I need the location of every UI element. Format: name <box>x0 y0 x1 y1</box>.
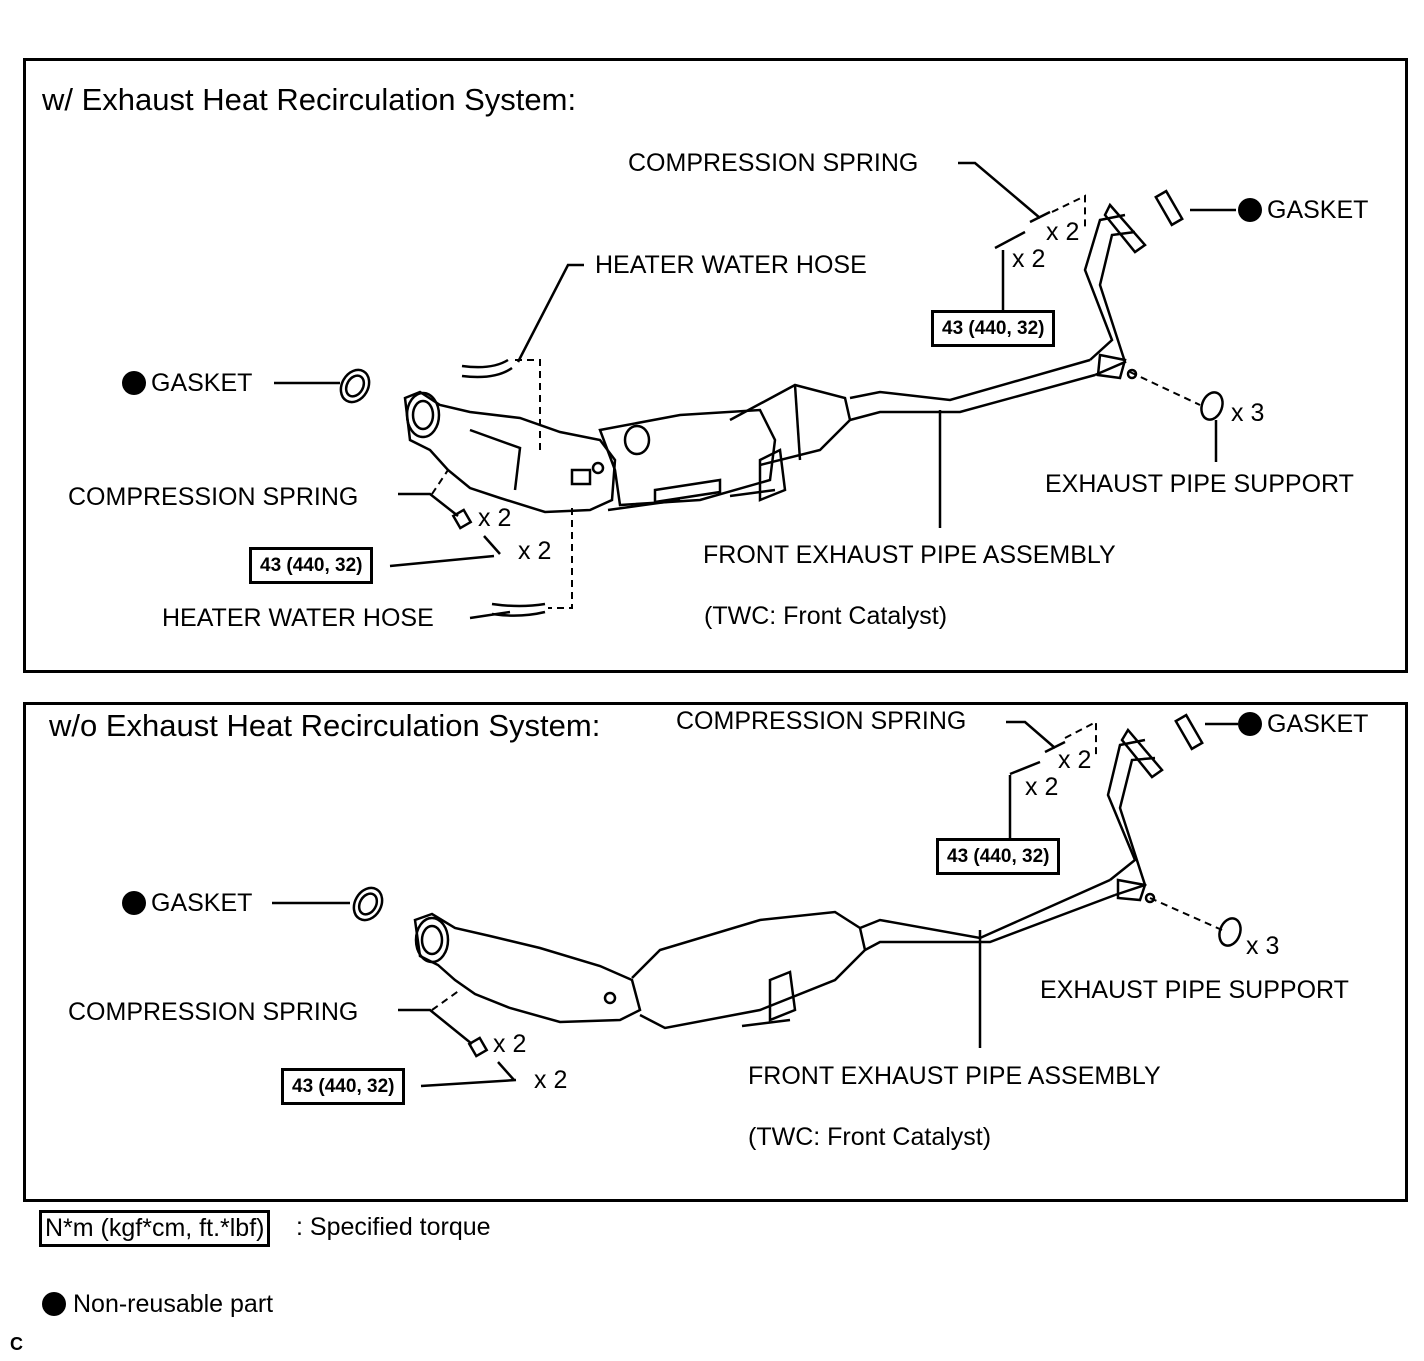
label-compression-spring-left: COMPRESSION SPRING <box>68 483 359 511</box>
label-gasket-right-b: GASKET <box>1267 710 1369 738</box>
leader-heater-hose-upper <box>516 263 584 363</box>
qty-compression-spring-left-b: x 2 <box>493 1030 527 1058</box>
legend-torque-description: : Specified torque <box>296 1213 491 1241</box>
non-reusable-dot-icon <box>122 371 146 395</box>
qty-compression-spring-right: x 2 <box>1046 218 1080 246</box>
panel-without-exhaust-heat-recirculation <box>23 702 1408 1202</box>
label-gasket-left-b: GASKET <box>151 889 253 917</box>
label-compression-spring-right-b: COMPRESSION SPRING <box>676 707 967 735</box>
torque-spec-left-b: 43 (440, 32) <box>281 1068 406 1105</box>
torque-spec-right: 43 (440, 32) <box>931 310 1056 347</box>
label-twc-front-catalyst-b: (TWC: Front Catalyst) <box>748 1123 992 1151</box>
leader-compression-spring-left-b <box>398 1008 473 1045</box>
qty-bolt-left: x 2 <box>518 537 552 565</box>
qty-bolt-right-b: x 2 <box>1025 773 1059 801</box>
legend-non-reusable-dot-icon <box>42 1292 66 1316</box>
leader-torque-left-b <box>420 1078 517 1088</box>
qty-bolt-left-b: x 2 <box>534 1066 568 1094</box>
qty-bolt-right: x 2 <box>1012 245 1046 273</box>
bottom-panel-title: w/o Exhaust Heat Recirculation System: <box>49 708 601 743</box>
label-compression-spring-right: COMPRESSION SPRING <box>628 149 919 177</box>
leader-torque-left <box>389 554 495 568</box>
leader-compression-spring-right-b <box>1006 720 1056 749</box>
label-heater-water-hose-lower: HEATER WATER HOSE <box>162 604 434 632</box>
non-reusable-dot-icon <box>122 891 146 915</box>
label-gasket-left: GASKET <box>151 369 253 397</box>
figure-code: C <box>10 1334 23 1354</box>
non-reusable-dot-icon <box>1238 198 1262 222</box>
qty-exhaust-pipe-support-b: x 3 <box>1246 932 1280 960</box>
non-reusable-dot-icon <box>1238 712 1262 736</box>
torque-spec-left: 43 (440, 32) <box>249 547 374 584</box>
leader-compression-spring-right <box>958 161 1041 219</box>
label-heater-water-hose-upper: HEATER WATER HOSE <box>595 251 867 279</box>
label-front-exhaust-pipe-assembly: FRONT EXHAUST PIPE ASSEMBLY <box>703 541 1116 569</box>
label-front-exhaust-pipe-assembly-b: FRONT EXHAUST PIPE ASSEMBLY <box>748 1062 1161 1090</box>
torque-spec-right-b: 43 (440, 32) <box>936 838 1061 875</box>
label-gasket-right: GASKET <box>1267 196 1369 224</box>
leader-compression-spring-left <box>398 492 459 517</box>
qty-compression-spring-left: x 2 <box>478 504 512 532</box>
top-panel-title: w/ Exhaust Heat Recirculation System: <box>42 82 577 117</box>
legend-non-reusable-label: Non-reusable part <box>73 1290 274 1318</box>
qty-exhaust-pipe-support: x 3 <box>1231 399 1265 427</box>
legend-torque-unit-box: N*m (kgf*cm, ft.*lbf) <box>39 1210 271 1247</box>
leader-heater-hose-lower <box>469 610 511 620</box>
label-twc-front-catalyst: (TWC: Front Catalyst) <box>704 602 948 630</box>
label-exhaust-pipe-support-b: EXHAUST PIPE SUPPORT <box>1040 976 1349 1004</box>
label-compression-spring-left-b: COMPRESSION SPRING <box>68 998 359 1026</box>
qty-compression-spring-right-b: x 2 <box>1058 746 1092 774</box>
label-exhaust-pipe-support: EXHAUST PIPE SUPPORT <box>1045 470 1354 498</box>
